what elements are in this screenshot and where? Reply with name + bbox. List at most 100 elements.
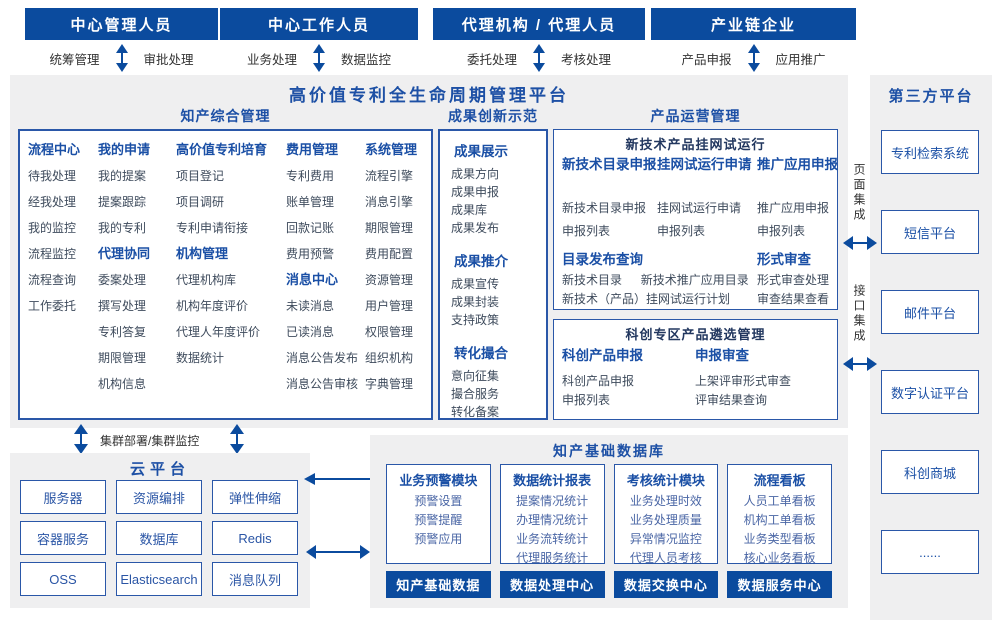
group-header: 流程中心: [28, 142, 81, 157]
achievement-group: 转化撮合 意向征集撮合服务转化备案: [440, 341, 546, 421]
third-party-box: 短信平台: [881, 210, 979, 254]
menu-item: 机构工单看板: [743, 513, 816, 527]
menu-item: 成果方向: [451, 167, 500, 181]
menu-item: 权限管理: [365, 325, 414, 339]
role-group-industry-enterprise: 产业链企业 产品申报 应用推广: [651, 8, 856, 73]
data-module: 流程看板 人员工单看板机构工单看板业务类型看板核心业务看板 数据服务中心: [727, 464, 832, 598]
menu-item: 提案跟踪: [98, 195, 147, 209]
cloud-service-box: Elasticsearch: [116, 562, 202, 596]
menu-item: 我的提案: [98, 169, 147, 183]
third-party-box: 科创商城: [881, 450, 979, 494]
menu-item: 核心业务看板: [743, 551, 816, 565]
ip-mgmt-column: 我的申请 我的提案提案跟踪我的专利 代理协同 委案处理撰写处理专利答复期限管理机…: [98, 137, 150, 397]
achievement-box: 成果展示 成果方向成果申报成果库成果发布 成果推介 成果宣传成果封装支持政策 转…: [438, 129, 548, 420]
menu-item: 成果申报: [451, 185, 500, 199]
menu-item: 成果封装: [451, 295, 500, 309]
product-ops-column: 科创产品申报 科创产品申报申报列表: [562, 347, 695, 410]
third-party-title: 第三方平台: [888, 88, 974, 105]
role-activity-label: 考核处理: [561, 52, 612, 67]
role-activity-label: 委托处理: [466, 52, 517, 67]
group-header: 费用管理: [286, 142, 339, 157]
menu-item: 挂网试运行申请: [657, 201, 742, 215]
third-party-box: 数字认证平台: [881, 370, 979, 414]
group-header: 目录发布查询: [562, 252, 643, 267]
h-double-arrow-icon: [306, 545, 370, 559]
role-title-bar: 代理机构 / 代理人员: [433, 8, 645, 40]
menu-item: 办理情况统计: [516, 513, 589, 527]
menu-item: 项目调研: [176, 195, 225, 209]
data-center-bar: 数据处理中心: [499, 571, 605, 598]
v-double-arrow-icon: [313, 44, 325, 72]
menu-item: 回款记账: [286, 221, 335, 235]
menu-item: 撮合服务: [451, 387, 500, 401]
menu-item: 成果库: [451, 203, 488, 217]
role-title-bar: 中心工作人员: [220, 8, 418, 40]
v-double-arrow-icon: [230, 424, 244, 454]
catalog-query-group: 目录发布查询 新技术目录 新技术推广应用目录 新技术（产品）挂网试运行计划: [562, 249, 754, 309]
menu-item: 待我处理: [28, 169, 77, 183]
menu-item: 字典管理: [365, 377, 414, 391]
menu-item: 新技术推广应用目录: [640, 273, 749, 287]
third-party-box: 专利检索系统: [881, 130, 979, 174]
cloud-service-box: 容器服务: [20, 521, 106, 555]
menu-item: 期限管理: [365, 221, 414, 235]
data-platform-title: 知产基础数据库: [553, 443, 665, 459]
cloud-service-box: OSS: [20, 562, 106, 596]
role-group-agency: 代理机构 / 代理人员 委托处理 考核处理: [433, 8, 645, 73]
menu-item: 业务流转统计: [516, 532, 589, 546]
cloud-service-box: 资源编排: [116, 480, 202, 514]
role-activity-label: 业务处理: [246, 52, 297, 67]
menu-item: 代理机构库: [176, 273, 237, 287]
product-ops-column: 新技术目录申报 新技术目录申报申报列表: [562, 156, 657, 243]
page-integration-label: 页面集成: [852, 163, 866, 223]
cloud-platform-title: 云平台: [129, 461, 190, 478]
third-party-box: ......: [881, 530, 979, 574]
menu-item: 撰写处理: [98, 299, 147, 313]
group-header: 业务预警模块: [399, 473, 478, 488]
box-title: 科创专区产品遴选管理: [625, 327, 766, 342]
product-ops-column: 挂网试运行申请 挂网试运行申请申报列表: [657, 156, 757, 243]
menu-item: 审查结果查看: [757, 292, 830, 306]
menu-item: 意向征集: [451, 369, 500, 383]
platform-panel: 高价值专利全生命周期管理平台 知产综合管理 流程中心 待我处理经我处理我的监控流…: [10, 75, 848, 428]
menu-item: 专利申请衔接: [176, 221, 249, 235]
menu-item: 用户管理: [365, 299, 414, 313]
menu-item: 数据统计: [176, 351, 225, 365]
menu-item: 代理人员考核: [629, 551, 702, 565]
menu-item: 新技术目录: [562, 273, 623, 287]
group-header: 推广应用申报: [757, 157, 838, 172]
menu-item: 业务处理质量: [629, 513, 702, 527]
data-center-bar: 数据交换中心: [613, 571, 719, 598]
group-header: 数据统计报表: [513, 473, 592, 488]
menu-item: 期限管理: [98, 351, 147, 365]
data-center-bar: 知产基础数据: [386, 571, 491, 598]
ip-mgmt-column: 费用管理 专利费用账单管理回款记账费用预警 消息中心 未读消息已读消息消息公告发…: [286, 137, 358, 397]
group-header: 挂网试运行申请: [657, 157, 752, 172]
group-header: 新技术目录申报: [562, 157, 657, 172]
menu-item: 工作委托: [28, 299, 77, 313]
menu-item: 流程监控: [28, 247, 77, 261]
menu-item: 费用配置: [365, 247, 414, 261]
menu-item: 代理服务统计: [516, 551, 589, 565]
menu-item: 机构信息: [98, 377, 147, 391]
cloud-service-box: 消息队列: [212, 562, 298, 596]
group-header: 流程看板: [753, 473, 806, 488]
box-title: 新技术产品挂网试运行: [625, 137, 766, 152]
third-party-panel: 第三方平台 专利检索系统 短信平台 邮件平台 数字认证平台 科创商城 .....…: [870, 75, 992, 620]
h-double-arrow-icon: [843, 236, 877, 250]
data-module-card: 业务预警模块 预警设置预警提醒预警应用: [386, 464, 491, 564]
menu-item: 经我处理: [28, 195, 77, 209]
menu-item: 费用预警: [286, 247, 335, 261]
menu-item: 业务处理时效: [629, 494, 702, 508]
menu-item: 新技术（产品）挂网试运行计划: [562, 292, 731, 306]
menu-item: 专利答复: [98, 325, 147, 339]
role-group-center-management: 中心管理人员 统筹管理 审批处理: [25, 8, 218, 73]
menu-item: 人员工单看板: [743, 494, 816, 508]
role-title-bar: 中心管理人员: [25, 8, 218, 40]
v-double-arrow-icon: [747, 44, 760, 72]
role-activity-label: 产品申报: [681, 52, 732, 67]
menu-item: 成果发布: [451, 221, 500, 235]
group-header: 考核统计模块: [626, 473, 705, 488]
product-ops-column: 推广应用申报 推广应用申报申报列表: [757, 156, 841, 243]
menu-item: 我的监控: [28, 221, 77, 235]
